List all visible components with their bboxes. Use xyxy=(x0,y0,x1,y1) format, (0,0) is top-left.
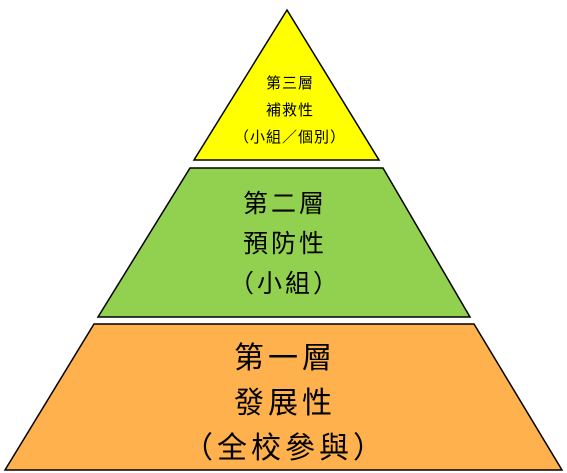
tier-1-type: 發展性 xyxy=(234,386,336,421)
pyramid-tier-top xyxy=(192,8,381,161)
tier-3-label: 第三層 補救性 （小組／個別） xyxy=(190,70,390,151)
tier-2-scope: （小組） xyxy=(228,269,341,298)
pyramid-tier-middle xyxy=(96,167,472,318)
pyramid-tier-bottom xyxy=(3,323,564,471)
tier-3-scope: （小組／個別） xyxy=(233,128,346,146)
tier-1-title: 第一層 xyxy=(234,341,336,376)
tier-3-type: 補救性 xyxy=(265,101,314,119)
tier-2-title: 第二層 xyxy=(242,189,327,218)
tier-2-type: 預防性 xyxy=(242,229,327,258)
tier-2-label: 第二層 預防性 （小組） xyxy=(140,184,430,304)
tier-1-label: 第一層 發展性 （全校參與） xyxy=(110,336,460,471)
tier-1-scope: （全校參與） xyxy=(183,431,387,466)
tier-3-title: 第三層 xyxy=(265,74,314,92)
